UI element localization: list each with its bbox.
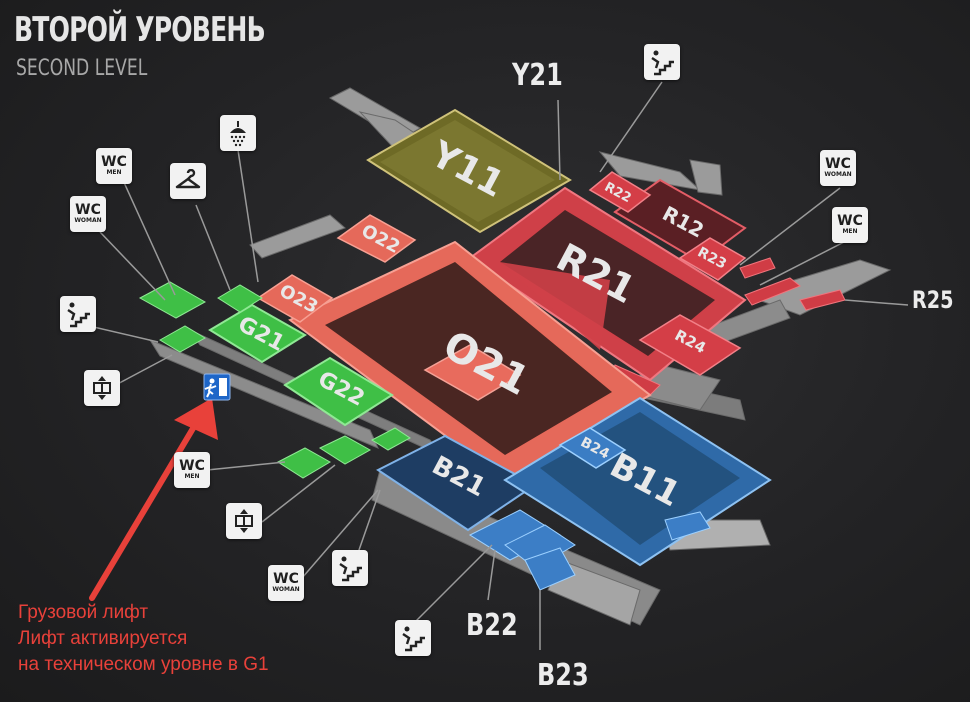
stairs-icon — [644, 44, 680, 80]
zone-y11[interactable]: Y11 — [366, 108, 572, 234]
wc-sub-text: WOMAN — [272, 586, 300, 593]
shower-icon — [220, 115, 256, 151]
zone-r21[interactable]: R21 — [468, 186, 747, 382]
note-line-1: Грузовой лифт — [18, 602, 149, 623]
zone-b24[interactable]: B24 — [558, 427, 627, 469]
zone-b21[interactable]: B21 — [376, 434, 537, 532]
wc-sub-text: WOMAN — [824, 171, 852, 178]
wc-text: WC — [837, 213, 863, 229]
stairs-icon — [395, 620, 431, 656]
sector-label-r25: R25 — [912, 286, 954, 314]
wardrobe-hanger-icon — [170, 163, 206, 199]
wc-text: WC — [101, 154, 127, 170]
zone-r23[interactable]: R23 — [678, 237, 747, 281]
wc-text: WC — [179, 458, 205, 474]
zone-o21[interactable]: O21 — [288, 240, 652, 482]
zone-blue-strips — [468, 509, 711, 591]
sector-label-y21: Y21 — [512, 58, 563, 93]
wc-text: WC — [825, 156, 851, 172]
emergency-exit-icon — [203, 373, 231, 401]
stairs-icon — [332, 550, 368, 586]
zone-o22[interactable]: O22 — [336, 214, 417, 263]
zone-green-small — [138, 281, 411, 479]
wc-woman-icon: WC WOMAN — [820, 150, 856, 186]
elevator-icon — [84, 370, 120, 406]
page-title: ВТОРОЙ УРОВЕНЬ — [14, 10, 266, 50]
zone-o23[interactable]: O23 — [256, 274, 334, 323]
stairs-icon — [60, 296, 96, 332]
freight-elevator-note: Грузовой лифт Лифт активируется на техни… — [18, 600, 378, 678]
elevator-icon — [226, 503, 262, 539]
wc-text: WC — [273, 571, 299, 587]
sector-label-b23: B23 — [537, 658, 589, 693]
wc-sub-text: MEN — [184, 473, 200, 480]
wc-men-icon: WC MEN — [174, 452, 210, 488]
wc-sub-text: WOMAN — [74, 217, 102, 224]
page-subtitle: SECOND LEVEL — [16, 56, 148, 81]
note-line-3: на техническом уровне в G1 — [18, 654, 269, 675]
leader-lines — [84, 81, 909, 650]
wc-men-icon: WC MEN — [96, 148, 132, 184]
wc-woman-icon: WC WOMAN — [70, 196, 106, 232]
zone-r24[interactable]: R24 — [638, 314, 742, 376]
wc-woman-icon: WC WOMAN — [268, 565, 304, 601]
wc-sub-text: MEN — [842, 228, 858, 235]
wc-sub-text: MEN — [106, 169, 122, 176]
freight-elevator-arrow — [89, 398, 218, 601]
wc-text: WC — [75, 202, 101, 218]
wc-men-icon: WC MEN — [832, 207, 868, 243]
sector-label-b22: B22 — [466, 608, 518, 643]
note-line-2: Лифт активируется — [18, 628, 188, 649]
